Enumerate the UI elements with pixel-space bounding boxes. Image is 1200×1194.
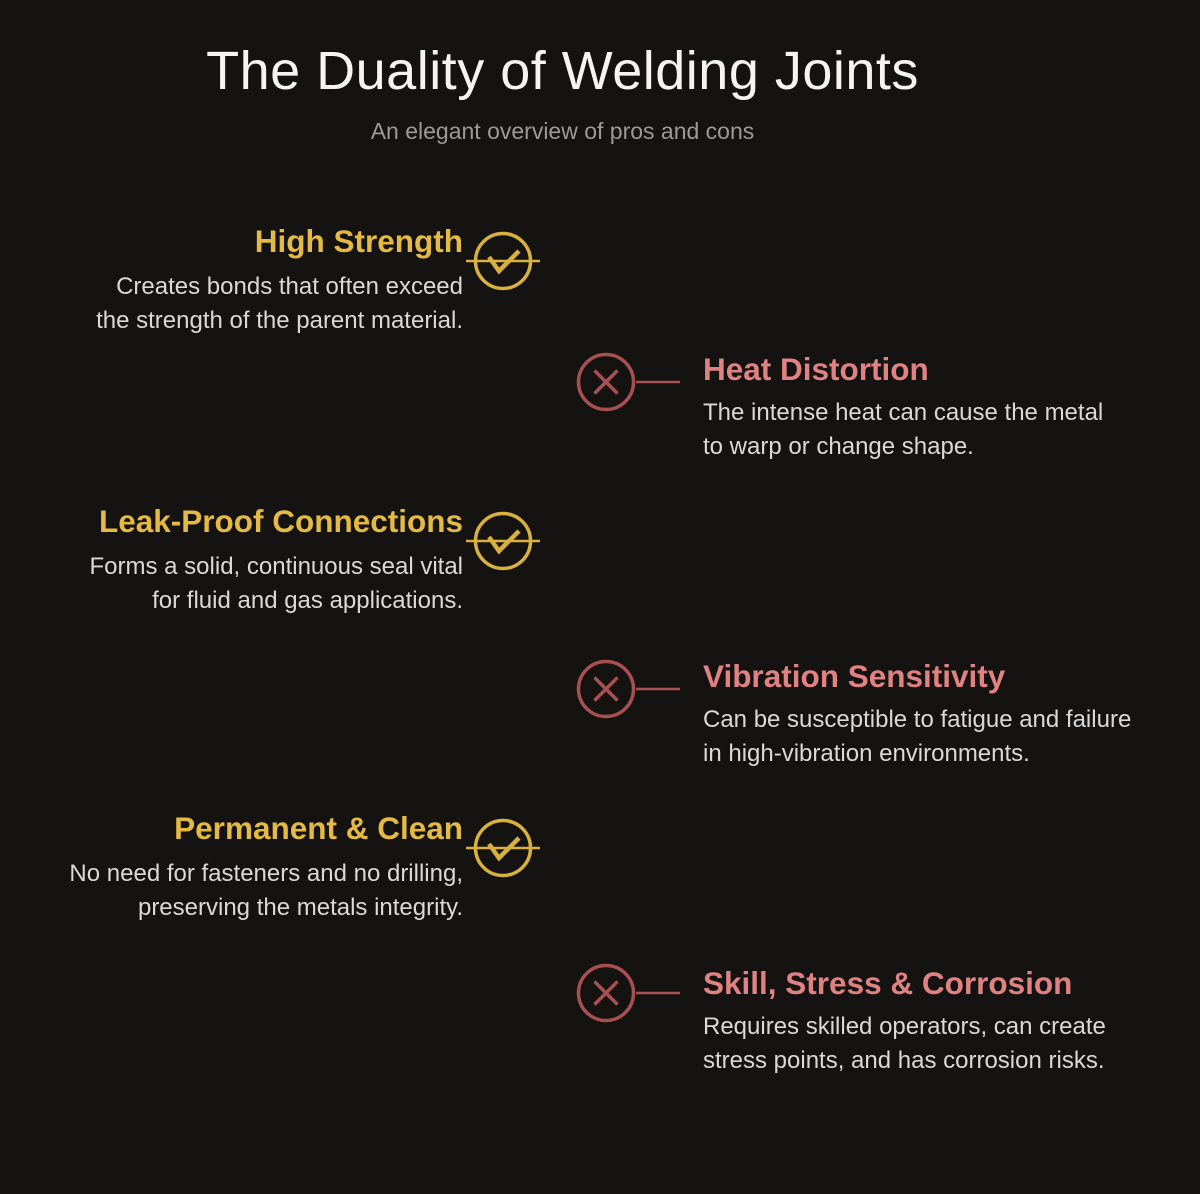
check-circle-icon bbox=[465, 509, 541, 573]
description-line: the strength of the parent material. bbox=[96, 307, 463, 334]
pro-item-high-strength: High Strength Creates bonds that often e… bbox=[3, 220, 463, 338]
pro-item-permanent-clean: Permanent & Clean No need for fasteners … bbox=[3, 807, 463, 925]
header: The Duality of Welding Joints An elegant… bbox=[0, 40, 1125, 145]
con-description: The intense heat can cause the metal to … bbox=[703, 396, 1183, 464]
con-item-vibration-sensitivity: Vibration Sensitivity Can be susceptible… bbox=[703, 655, 1183, 771]
x-circle-icon bbox=[576, 961, 702, 1025]
description-line: Forms a solid, continuous seal vital bbox=[89, 553, 464, 580]
page-subtitle: An elegant overview of pros and cons bbox=[370, 118, 755, 144]
con-item-heat-distortion: Heat Distortion The intense heat can cau… bbox=[703, 348, 1183, 464]
description-line: stress points, and has corrosion risks. bbox=[703, 1047, 1105, 1074]
description-line: preserving the metals integrity. bbox=[137, 894, 463, 921]
pro-item-leak-proof-connections: Leak-Proof Connections Forms a solid, co… bbox=[3, 500, 464, 618]
description-line: The intense heat can cause the metal bbox=[703, 399, 1104, 426]
con-heading: Skill, Stress & Corrosion bbox=[703, 965, 1073, 1001]
pro-description: Creates bonds that often exceed the stre… bbox=[3, 270, 463, 338]
con-item-skill-stress-corrosion: Skill, Stress & Corrosion Requires skill… bbox=[703, 962, 1183, 1078]
con-description: Can be susceptible to fatigue and failur… bbox=[703, 703, 1183, 771]
pro-heading: Leak-Proof Connections bbox=[98, 503, 463, 539]
check-circle-icon bbox=[465, 816, 541, 880]
description-line: for fluid and gas applications. bbox=[152, 587, 463, 614]
pro-description: No need for fasteners and no drilling, p… bbox=[3, 857, 463, 925]
page-title: The Duality of Welding Joints bbox=[206, 41, 919, 101]
description-line: in high-vibration environments. bbox=[703, 740, 1030, 767]
con-heading: Vibration Sensitivity bbox=[703, 658, 1006, 694]
x-circle-icon bbox=[576, 657, 702, 721]
x-circle-icon bbox=[576, 350, 702, 414]
con-description: Requires skilled operators, can create s… bbox=[703, 1010, 1183, 1078]
description-line: Creates bonds that often exceed bbox=[116, 273, 463, 300]
check-circle-icon bbox=[465, 229, 541, 293]
pro-heading: Permanent & Clean bbox=[174, 810, 463, 846]
description-line: Can be susceptible to fatigue and failur… bbox=[703, 706, 1132, 733]
pro-heading: High Strength bbox=[254, 223, 463, 259]
pro-description: Forms a solid, continuous seal vital for… bbox=[3, 550, 464, 618]
con-heading: Heat Distortion bbox=[703, 351, 929, 387]
description-line: Requires skilled operators, can create bbox=[703, 1013, 1106, 1040]
description-line: to warp or change shape. bbox=[703, 433, 974, 460]
description-line: No need for fasteners and no drilling, bbox=[69, 860, 463, 887]
